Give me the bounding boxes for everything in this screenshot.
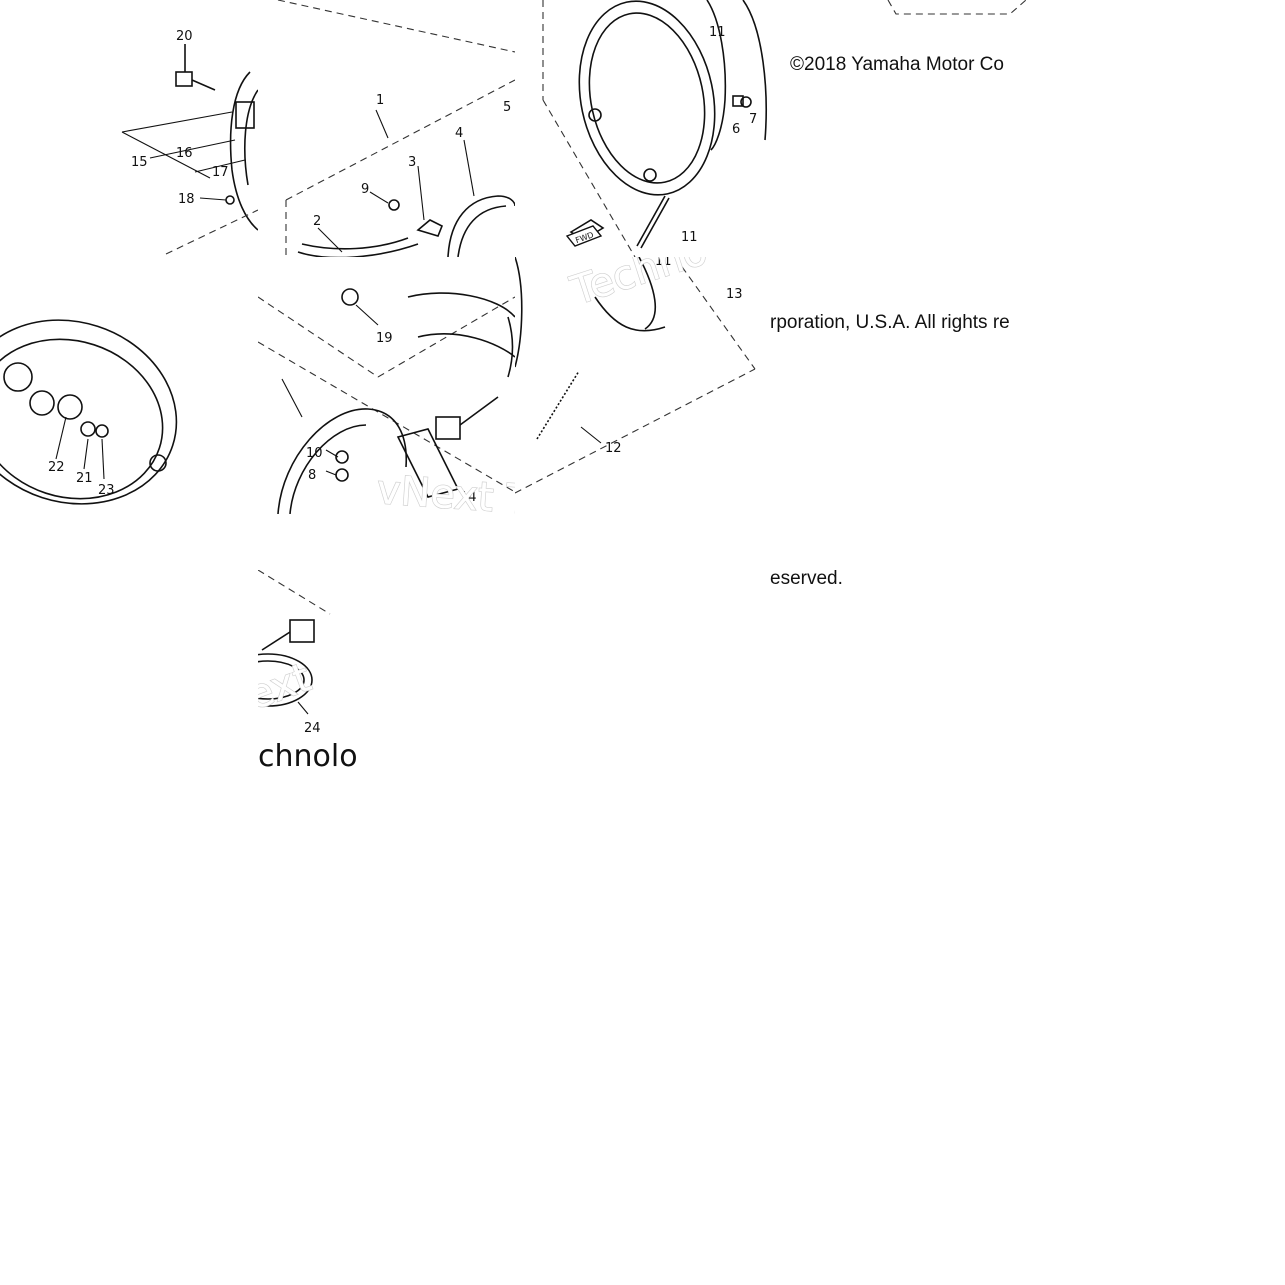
callout-11-top: 11 [709,25,726,40]
callout-5: 5 [503,100,511,115]
callout-8: 8 [308,468,316,483]
callout-20: 20 [176,29,193,44]
callout-3: 3 [408,155,416,170]
diagram-tile-spring: 12 13 11 Techno [515,257,770,514]
headlight-drawing: 1 2 3 4 5 9 [277,0,515,257]
diagram-tile-headlight: 1 2 3 4 5 9 [258,0,515,257]
callout-4: 4 [455,126,463,141]
diagram-tile-bracket: 20 15 16 17 18 [0,0,258,257]
diagram-tile-rim: 6 7 11 11 [515,0,770,257]
rim-drawing: 6 7 11 11 [542,0,767,257]
watermark-text-1: Techno [565,257,713,315]
copyright-fragment-1: ©2018 Yamaha Motor Co [790,54,1004,75]
callout-17: 17 [212,165,229,180]
body-drawing: 19 10 8 14 vNext Te [258,288,515,514]
callout-18: 18 [178,192,195,207]
callout-10: 10 [306,446,323,461]
diagram-tile-housing: 22 21 23 [0,257,258,514]
bracket-drawing: 20 15 16 17 18 [121,29,258,255]
lower-drawing: 24 ext chnolo [258,570,358,770]
fwd-tag-tile: FWD [565,222,605,252]
diagram-tile-top-right [880,0,1030,20]
callout-14: 14 [460,490,477,505]
callout-24: 24 [304,721,321,736]
watermark-text-4: chnolo [258,739,358,770]
diagram-tile-lower: 24 ext chnolo [258,570,358,770]
watermark-text-2: vNext Te [375,467,515,514]
callout-1: 1 [376,93,384,108]
spring-drawing: 12 13 11 Techno [515,257,756,494]
callout-13: 13 [726,287,743,302]
callout-11-mid: 11 [655,257,672,269]
callout-22: 22 [48,460,65,475]
diagram-tile-body: 19 10 8 14 vNext Te [258,257,515,514]
callout-16: 16 [176,146,193,161]
callout-7: 7 [749,112,757,127]
callout-21: 21 [76,471,93,486]
callout-12: 12 [605,441,622,456]
watermark-text-3: ext [258,655,317,720]
callout-2: 2 [313,214,321,229]
callout-6: 6 [732,122,740,137]
copyright-fragment-2: rporation, U.S.A. All rights re [770,312,1010,333]
callout-9: 9 [361,182,369,197]
housing-drawing: 22 21 23 [0,319,178,505]
callout-23: 23 [98,483,115,498]
callout-11: 11 [681,230,698,245]
copyright-fragment-3: eserved. [770,568,843,589]
callout-19: 19 [376,331,393,346]
callout-15: 15 [131,155,148,170]
